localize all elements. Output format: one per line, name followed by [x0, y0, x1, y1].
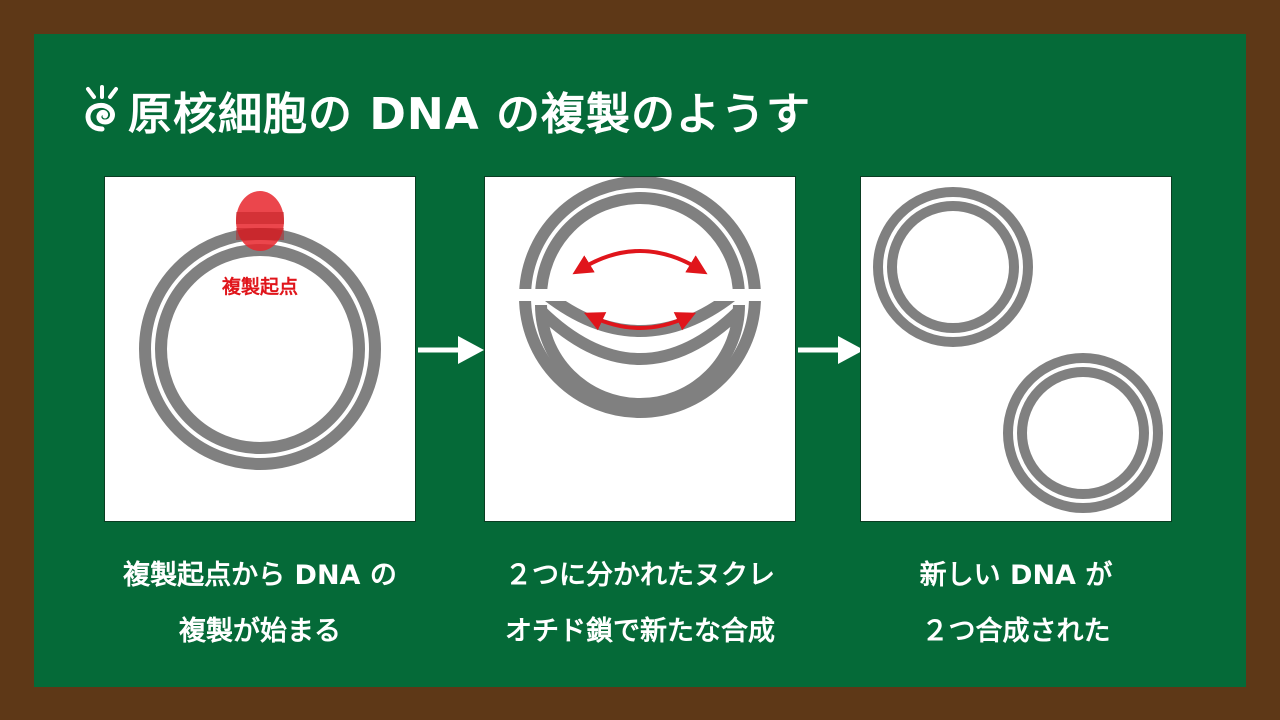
step-arrow-icon [798, 336, 864, 364]
title-row: 原核細胞の DNA の複製のようす [80, 78, 811, 142]
dna-new-lower-strand [536, 306, 744, 365]
daughter-dna-1 [873, 187, 1033, 347]
caption-step-1: 複製起点から DNA の 複製が始まる [90, 548, 430, 660]
dna-bottom-inner-strand [535, 304, 745, 410]
circular-dna-diagram: 複製起点 [139, 191, 381, 470]
replication-arrow-upper-icon [572, 249, 708, 275]
spiral-icon [85, 85, 118, 132]
caption-step-2: ２つに分かれたヌクレ オチド鎖で新たな合成 [470, 548, 810, 660]
replication-arrow-lower-icon [583, 312, 697, 331]
dna-top-outer-strand [519, 177, 761, 298]
caption-line: 複製起点から DNA の [123, 560, 397, 591]
step-arrow-icon [418, 336, 484, 364]
dna-top-inner-strand [535, 192, 745, 298]
caption-line: ２つに分かれたヌクレ [505, 560, 775, 591]
caption-line: 新しい DNA が [919, 560, 1113, 591]
page-title: 原核細胞の DNA の複製のようす [128, 89, 812, 140]
panel-two-dna [860, 176, 1172, 522]
replication-origin-marker [236, 191, 284, 251]
daughter-dna-2 [1003, 353, 1163, 513]
replication-bubble-diagram [515, 177, 765, 418]
strand-separation-gap [515, 289, 765, 301]
caption-step-3: 新しい DNA が ２つ合成された [846, 548, 1186, 660]
dna-outer-strand [139, 228, 381, 470]
panel-replication-start: 複製起点 [104, 176, 416, 522]
replication-origin-label: 複製起点 [221, 275, 298, 298]
dna-new-upper-strand [543, 290, 737, 337]
panel-replication-bubble [484, 176, 796, 522]
dna-bottom-outer-strand [519, 296, 761, 418]
two-circular-dna-diagram [873, 187, 1163, 513]
caption-line: オチド鎖で新たな合成 [505, 616, 775, 647]
caption-line: ２つ合成された [921, 616, 1111, 647]
caption-line: 複製が始まる [179, 616, 341, 647]
